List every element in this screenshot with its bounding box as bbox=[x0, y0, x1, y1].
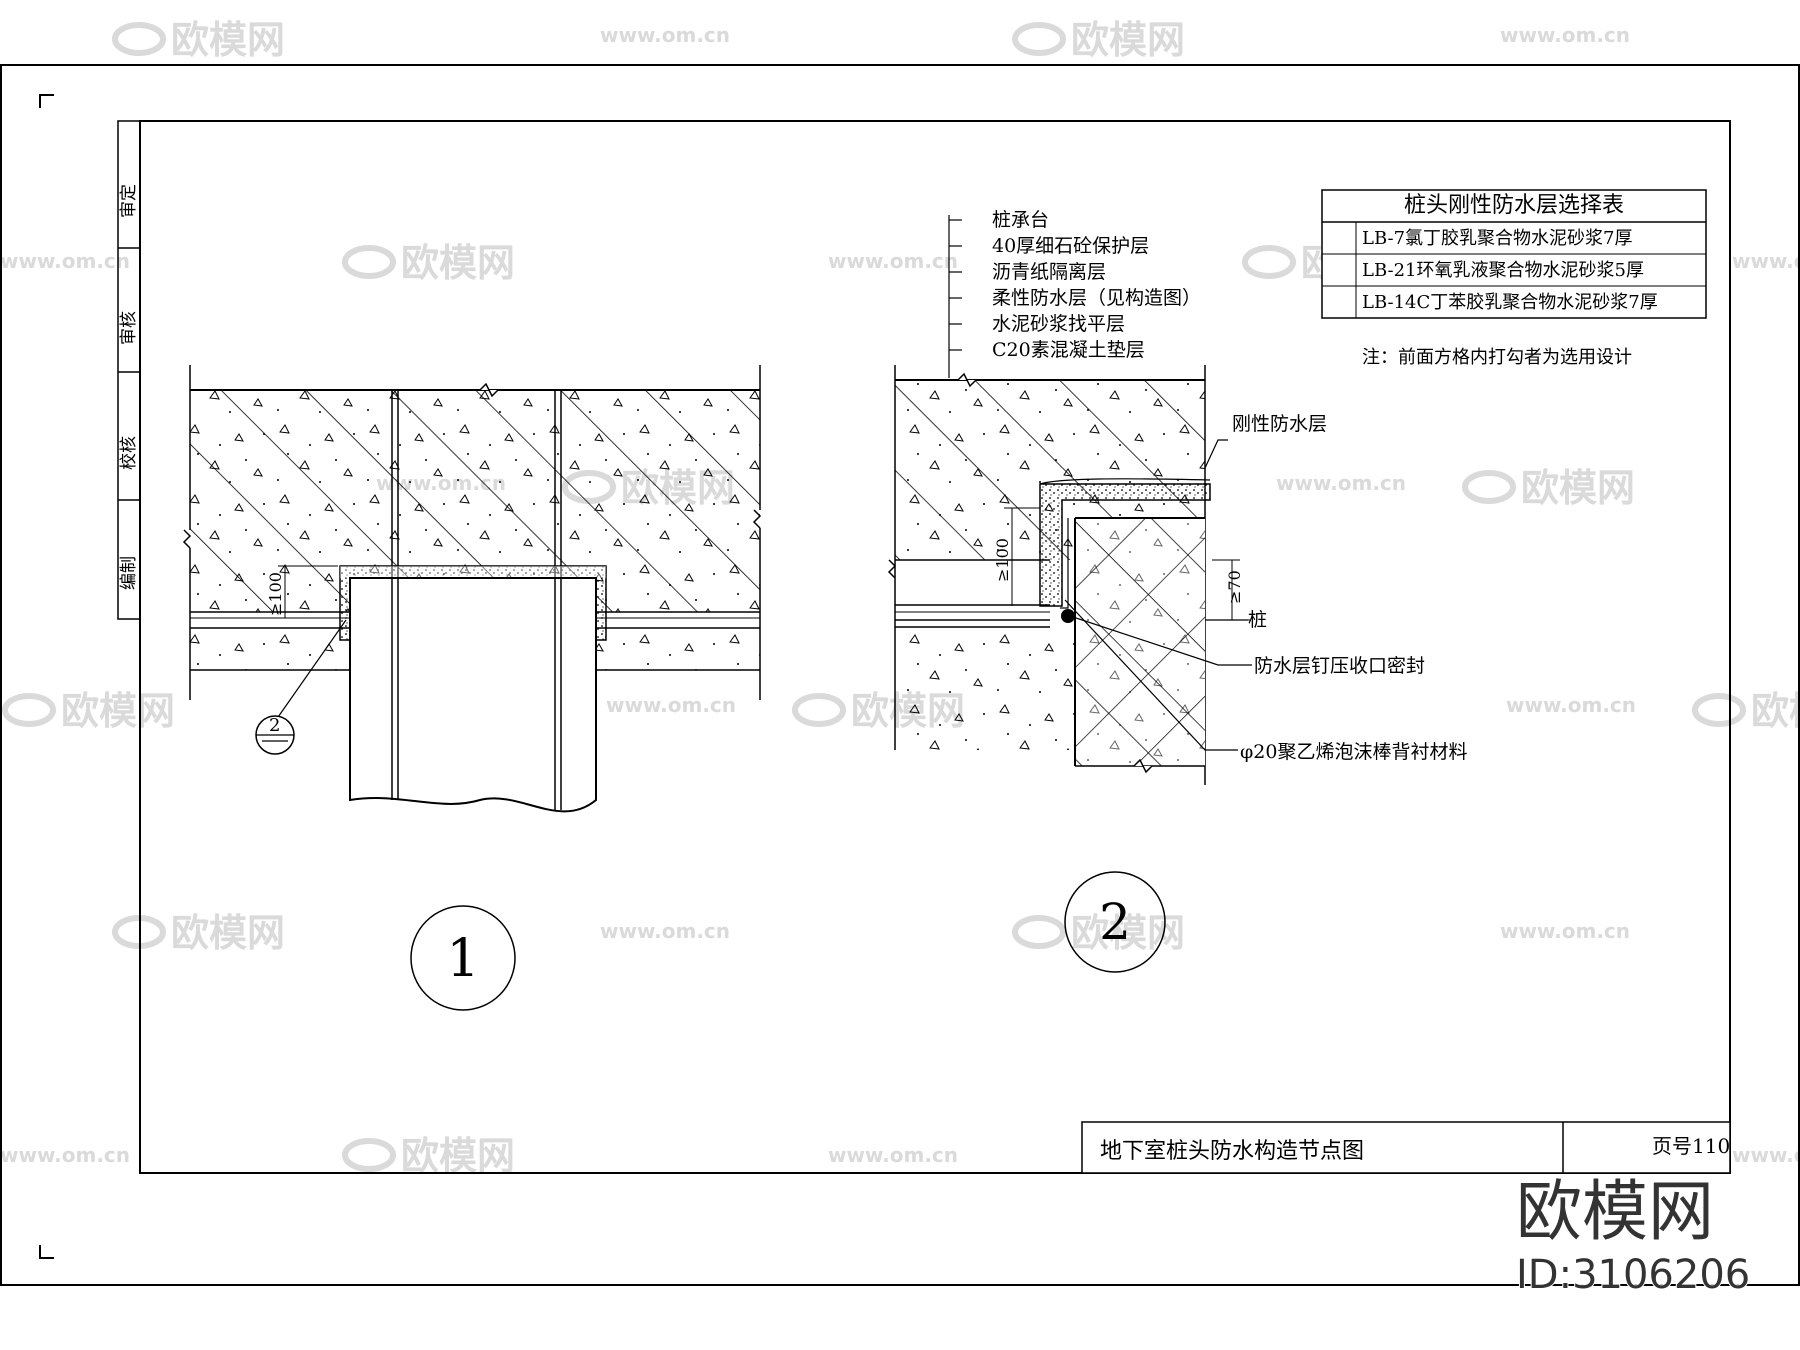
detail-2: 桩承台 40厚细石砼保护层 沥青纸隔离层 柔性防水层（见构造图） 水泥砂浆找平层… bbox=[887, 209, 1467, 973]
detail2-layer-label: 桩承台 bbox=[992, 209, 1049, 231]
watermark-url-text: www.om.cn bbox=[1276, 471, 1406, 495]
stamp-brand-text: 欧模网 bbox=[1516, 1173, 1714, 1250]
watermark-logo-icon bbox=[1462, 470, 1516, 504]
watermark-url-text: www.om.cn bbox=[828, 249, 958, 273]
selection-table-row: LB-14C丁苯胶乳聚合物水泥砂浆7厚 bbox=[1362, 292, 1658, 313]
watermark-logo-icon bbox=[1692, 693, 1746, 727]
stamp-id-text: ID:3106206 bbox=[1516, 1252, 1750, 1298]
watermark-url-text: www.om.cn bbox=[1732, 1143, 1800, 1167]
drawing-title: 地下室桩头防水构造节点图 bbox=[1100, 1139, 1364, 1164]
detail2-seal-label: 防水层钉压收口密封 bbox=[1254, 655, 1425, 677]
approval-label-shending: 审定 bbox=[119, 184, 139, 218]
watermark-logo-text: 欧模网 bbox=[401, 241, 515, 285]
watermark-url-text: www.om.cn bbox=[1500, 23, 1630, 47]
brand-stamp: 欧模网 ID:3106206 bbox=[1515, 1172, 1751, 1299]
watermark-logo-text: 欧模网 bbox=[1071, 18, 1185, 62]
selection-table-title: 桩头刚性防水层选择表 bbox=[1404, 193, 1624, 218]
approval-label-bianzhi: 编制 bbox=[119, 556, 139, 590]
detail1-number-label: 1 bbox=[446, 929, 479, 989]
watermark-url-text: www.om.cn bbox=[0, 249, 130, 273]
watermark-logo-icon bbox=[342, 1138, 396, 1172]
detail2-cushion-layer bbox=[895, 627, 1075, 750]
watermark-logo-icon bbox=[792, 693, 846, 727]
watermark-logo-icon bbox=[2, 693, 56, 727]
watermark-url-text: www.om.cn bbox=[600, 919, 730, 943]
detail2-layer-label: 水泥砂浆找平层 bbox=[992, 313, 1125, 335]
detail2-layer-label: 柔性防水层（见构造图） bbox=[992, 287, 1201, 309]
approval-column: 审定 审核 校核 编制 bbox=[117, 120, 141, 620]
watermark-logo-icon bbox=[1012, 22, 1066, 56]
watermark-url-text: www.om.cn bbox=[0, 1143, 130, 1167]
detail2-layer-label: 沥青纸隔离层 bbox=[992, 261, 1106, 283]
title-block: 地下室桩头防水构造节点图 页号110 bbox=[1081, 1121, 1731, 1174]
watermark-url-text: www.om.cn bbox=[606, 693, 736, 717]
detail2-foam-label: φ20聚乙烯泡沫棒背衬材料 bbox=[1240, 741, 1467, 763]
watermark-logo-icon bbox=[1012, 915, 1066, 949]
page-number: 页号110 bbox=[1652, 1134, 1730, 1158]
detail-1: ≥100 2 1 bbox=[182, 365, 762, 1011]
crop-mark-bottom bbox=[39, 1245, 54, 1259]
watermark-url-text: www.om.cn bbox=[1732, 249, 1800, 273]
approval-label-shenhe: 审核 bbox=[119, 311, 139, 345]
detail2-dim-100: ≥100 bbox=[993, 538, 1012, 582]
watermark-url-text: www.om.cn bbox=[1506, 693, 1636, 717]
watermark-logo-text: 欧模网 bbox=[171, 911, 285, 955]
watermark-layer: 欧模网欧模网欧模网欧模网欧模网欧模网欧模网欧模网欧模网欧模网欧模网欧模网欧模网w… bbox=[0, 18, 1800, 1178]
watermark-logo-text: 欧模网 bbox=[1751, 689, 1800, 733]
detail2-dim-70: ≥70 bbox=[1225, 570, 1244, 604]
detail1-number-circle bbox=[410, 905, 516, 1011]
selection-table-note: 注：前面方格内打勾者为选用设计 bbox=[1362, 347, 1632, 368]
watermark-logo-text: 欧模网 bbox=[1071, 911, 1185, 955]
watermark-logo-icon bbox=[1242, 245, 1296, 279]
selection-table-row: LB-21环氧乳液聚合物水泥砂浆5厚 bbox=[1362, 260, 1644, 281]
watermark-url-text: www.om.cn bbox=[600, 23, 730, 47]
detail2-foam-rod bbox=[1061, 609, 1075, 623]
detail1-callout-number: 2 bbox=[269, 715, 280, 736]
detail1-dim-label: ≥100 bbox=[266, 572, 285, 616]
watermark-logo-text: 欧模网 bbox=[1521, 466, 1635, 510]
watermark-logo-icon bbox=[342, 245, 396, 279]
detail2-layer-label: C20素混凝土垫层 bbox=[992, 339, 1145, 361]
selection-table-row: LB-7氯丁胶乳聚合物水泥砂浆7厚 bbox=[1362, 228, 1633, 249]
inner-frame bbox=[139, 120, 1731, 1174]
detail2-layer-label: 40厚细石砼保护层 bbox=[992, 235, 1149, 257]
outer-border bbox=[0, 64, 1800, 1286]
detail1-pile bbox=[349, 577, 597, 813]
watermark-logo-text: 欧模网 bbox=[401, 1134, 515, 1178]
detail2-number-circle bbox=[1064, 871, 1166, 973]
detail2-pile-label: 桩 bbox=[1248, 609, 1267, 631]
watermark-url-text: www.om.cn bbox=[828, 1143, 958, 1167]
detail2-number-label: 2 bbox=[1099, 893, 1131, 951]
watermark-logo-icon bbox=[112, 22, 166, 56]
crop-mark-top bbox=[39, 94, 54, 108]
selection-table: 桩头刚性防水层选择表 LB-7氯丁胶乳聚合物水泥砂浆7厚 LB-21环氧乳液聚合… bbox=[1321, 189, 1707, 368]
approval-label-jiaohe: 校核 bbox=[119, 436, 139, 470]
detail2-rigid-layer-label: 刚性防水层 bbox=[1232, 413, 1327, 435]
watermark-logo-text: 欧模网 bbox=[171, 18, 285, 62]
detail2-rigid-waterproof-layer bbox=[1039, 483, 1211, 607]
watermark-url-text: www.om.cn bbox=[1500, 919, 1630, 943]
watermark-logo-text: 欧模网 bbox=[61, 689, 175, 733]
